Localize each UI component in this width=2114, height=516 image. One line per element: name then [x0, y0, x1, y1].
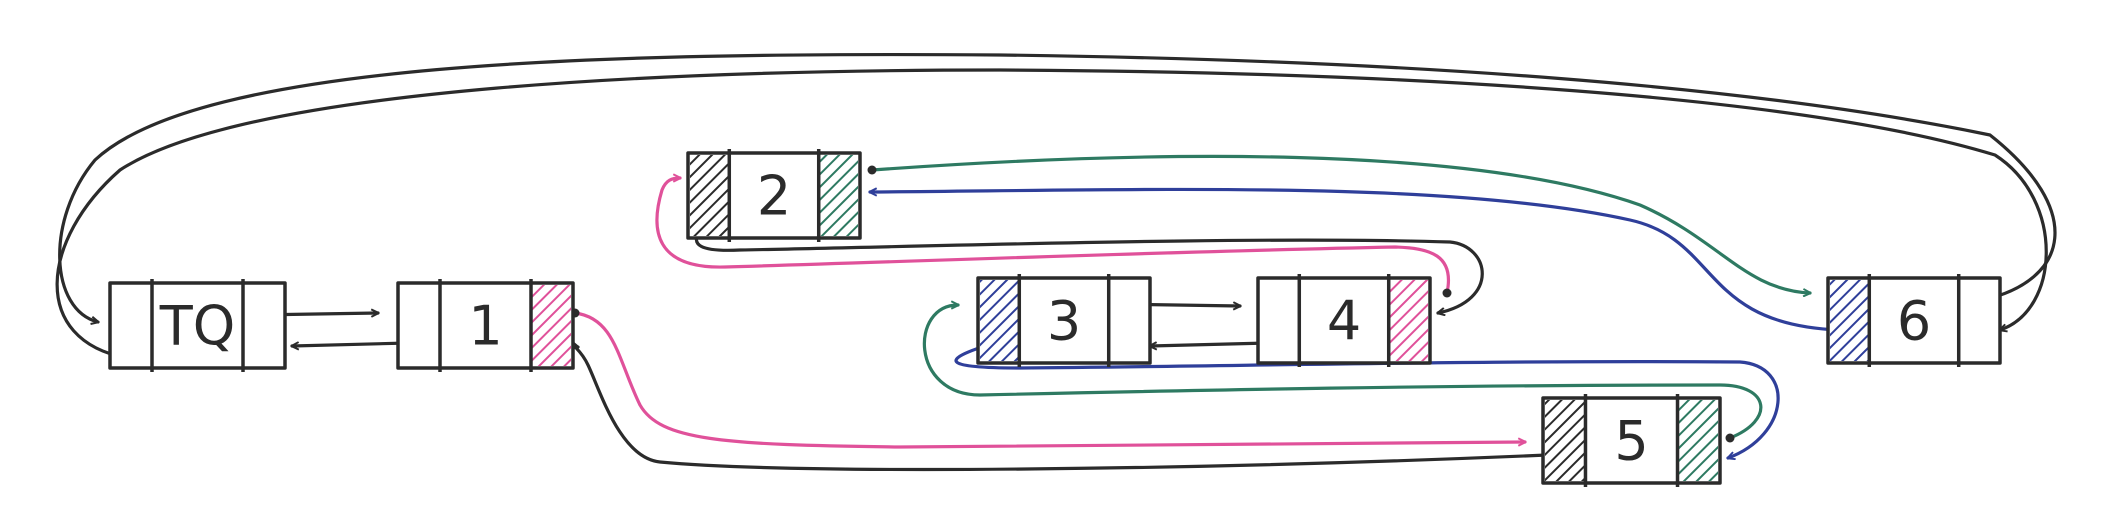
- node-n2-label: 2: [757, 165, 791, 228]
- node-tq-label: TQ: [159, 295, 236, 358]
- node-n1-outline: [396, 281, 575, 370]
- node-tq-outline: [108, 281, 287, 370]
- link-n4-to-n3-arrow: [1150, 343, 1270, 346]
- node-n6-label: 6: [1897, 290, 1931, 353]
- link-tq-to-n6-arrow: [55, 68, 2048, 360]
- node-n6: 6: [1826, 274, 2002, 367]
- node-n6-outline: [1826, 276, 2002, 365]
- link-n4-to-n2-origin-dot: [1442, 288, 1452, 298]
- node-n1-label: 1: [468, 295, 502, 358]
- node-tq: TQ: [108, 279, 287, 372]
- node-n5-label: 5: [1614, 410, 1648, 473]
- link-n5-to-n3-origin-dot: [1725, 433, 1735, 443]
- node-n2-right-hatch: [818, 155, 858, 236]
- node-n4-outline: [1256, 276, 1432, 365]
- link-n2-to-n6-origin-dot: [867, 165, 877, 175]
- node-n3: 3: [976, 274, 1152, 367]
- node-n5-right-hatch: [1677, 400, 1718, 481]
- nodes-layer: TQ 1 2 3 4 5 6: [108, 149, 2002, 487]
- links-layer: [55, 52, 2057, 472]
- link-n1-to-n5-arrow: [573, 311, 1527, 449]
- node-n4-right-hatch: [1388, 280, 1428, 361]
- link-n4-to-n2-arrow: [655, 178, 1451, 295]
- node-n2: 2: [686, 149, 862, 242]
- node-n4-label: 4: [1327, 290, 1361, 353]
- link-n6-to-tq-arrow: [58, 52, 2057, 322]
- node-n5-left-hatch: [1545, 400, 1586, 481]
- link-n1-to-tq-arrow: [292, 343, 410, 346]
- node-n4: 4: [1256, 274, 1432, 367]
- node-n3-left-hatch: [980, 280, 1020, 361]
- link-n2-to-n6-arrow: [870, 154, 1810, 293]
- node-n3-outline: [976, 276, 1152, 365]
- node-n2-left-hatch: [690, 155, 730, 236]
- node-tq-background: [110, 283, 285, 368]
- link-n2-to-n4-arrow: [694, 228, 1484, 313]
- node-n2-outline: [686, 151, 862, 240]
- node-n1-right-hatch: [531, 285, 571, 366]
- link-n5-to-n3-arrow: [922, 305, 1763, 440]
- link-n5-to-n1-arrow: [575, 346, 1549, 472]
- node-n5-outline: [1541, 396, 1722, 485]
- node-n3-label: 3: [1047, 290, 1081, 353]
- node-n1: 1: [396, 279, 575, 372]
- node-n6-left-hatch: [1830, 280, 1870, 361]
- node-n5: 5: [1541, 394, 1722, 487]
- link-n6-to-n2-arrow: [868, 189, 1842, 332]
